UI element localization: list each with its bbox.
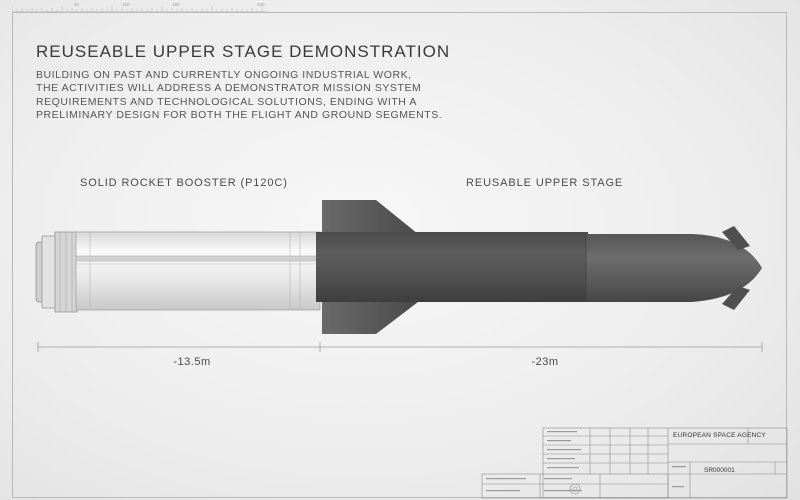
- ruler-label: 200: [257, 2, 265, 7]
- upper-stage-dimension: -23m: [531, 356, 559, 368]
- booster-nozzle: [35, 231, 78, 313]
- upper-stage-body: [316, 232, 762, 302]
- upper-stage-label: REUSABLE UPPER STAGE: [466, 177, 624, 189]
- nose-canards: [722, 226, 750, 310]
- ruler-label: 100: [122, 2, 130, 7]
- drawing-frame: [12, 12, 787, 498]
- description: BUILDING ON PAST AND CURRENTLY ONGOING I…: [36, 69, 466, 122]
- ruler-label: 50: [74, 2, 80, 7]
- description-line: REQUIREMENTS AND TECHNOLOGICAL SOLUTIONS…: [36, 95, 417, 108]
- ruler-label: 150: [172, 2, 180, 7]
- drawing-number: SR000001: [704, 467, 735, 474]
- booster-casing: [75, 231, 321, 311]
- description-line: PRELIMINARY DESIGN FOR BOTH THE FLIGHT A…: [36, 108, 443, 121]
- description-line: THE ACTIVITIES WILL ADDRESS A DEMONSTRAT…: [36, 82, 422, 95]
- organization-name: EUROPEAN SPACE AGENCY: [673, 432, 766, 439]
- booster-dimension: -13.5m: [173, 356, 211, 368]
- booster-label: SOLID ROCKET BOOSTER (P120C): [80, 177, 288, 189]
- page-title: REUSEABLE UPPER STAGE DEMONSTRATION: [36, 42, 451, 61]
- top-ruler: 50 100 150 200: [12, 2, 267, 12]
- description-line: BUILDING ON PAST AND CURRENTLY ONGOING I…: [36, 69, 412, 81]
- upper-stage-fins: [322, 200, 418, 334]
